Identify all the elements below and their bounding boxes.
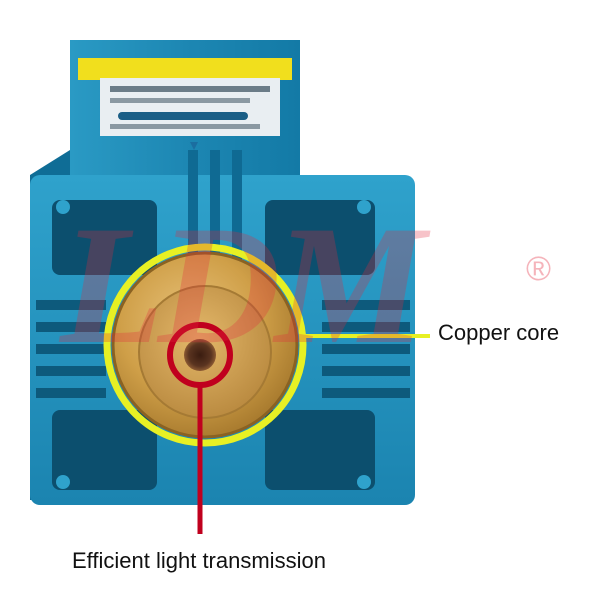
module-front-face <box>30 150 415 505</box>
light-transmission-label: Efficient light transmission <box>72 548 326 573</box>
laser-aperture <box>184 339 216 371</box>
module-top <box>70 40 300 180</box>
copper-core <box>111 251 299 439</box>
copper-core-highlight-ring <box>103 243 307 447</box>
registered-mark: ® <box>526 250 551 288</box>
arrow-down-icon <box>190 142 198 150</box>
copper-core-label: Copper core <box>438 320 560 345</box>
yellow-label-strip <box>78 58 292 80</box>
